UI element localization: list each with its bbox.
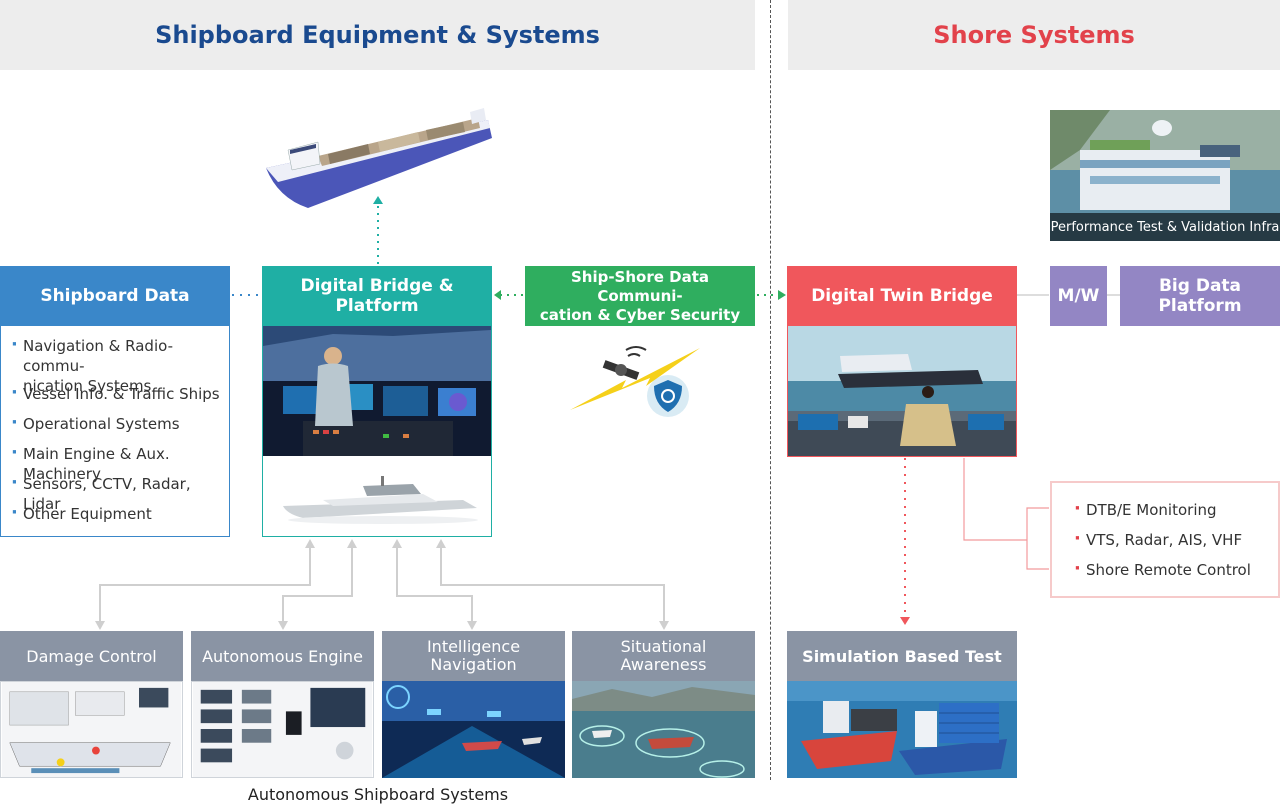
platform-vessel-image [263,456,491,536]
shipboard-data-panel: Navigation & Radio-commu- nication Syste… [0,326,230,537]
intelligence-navigation-header: Intelligence Navigation [382,631,565,681]
section-divider [770,0,771,780]
simulation-arrowhead [900,617,910,625]
awareness-arrow-up [436,539,446,548]
engine-arrow-up [347,539,357,548]
engine-arrow-down [278,621,288,630]
digital-twin-header: Digital Twin Bridge [787,266,1017,326]
damage-connector [99,546,311,622]
comm-left-arrowhead [494,290,501,300]
autonomous-engine-header: Autonomous Engine [191,631,374,681]
autonomous-engine-card: Autonomous Engine [191,631,374,778]
shipboard-data-list: Navigation & Radio-commu- nication Syste… [1,336,223,526]
list-item: Other Equipment [1,504,223,526]
shipboard-data-header: Shipboard Data [0,266,230,326]
shore-functions-list: DTB/E Monitoring VTS, Radar, AIS, VHF Sh… [1064,500,1272,582]
twin-to-functions-line [963,458,1027,541]
functions-bracket [1026,507,1049,570]
engine-connector [282,546,353,622]
shore-section-title: Shore Systems [788,0,1280,70]
list-item: Main Engine & Aux. Machinery [1,444,223,483]
autonomous-systems-caption: Autonomous Shipboard Systems [247,785,509,804]
list-item: Operational Systems [1,414,223,436]
awareness-connector [440,546,665,622]
container-ship-illustration [266,108,492,208]
intelligence-navigation-image [382,681,565,778]
navigation-arrow-up [392,539,402,548]
list-item: DTB/E Monitoring [1064,500,1272,522]
comm-right-arrowhead [778,290,786,300]
simulation-test-image [787,681,1017,778]
digital-bridge-header: Digital Bridge & Platform [262,266,492,326]
situational-awareness-header: Situational Awareness [572,631,755,681]
digital-bridge-panel [262,326,492,537]
simulation-test-card: Simulation Based Test [787,631,1017,778]
list-item: Vessel Info. & Traffic Ships [1,384,223,406]
autonomous-engine-image [191,681,374,778]
simulation-test-header: Simulation Based Test [787,631,1017,681]
damage-arrow-down [95,621,105,630]
ship-arrowhead [373,196,383,204]
shipboard-section-title: Shipboard Equipment & Systems [0,0,755,70]
damage-control-image [0,681,183,778]
damage-control-header: Damage Control [0,631,183,681]
shore-functions-panel: DTB/E Monitoring VTS, Radar, AIS, VHF Sh… [1050,481,1280,598]
damage-control-card: Damage Control [0,631,183,778]
communication-header: Ship-Shore Data Communi- cation & Cyber … [525,266,755,326]
list-item: Shore Remote Control [1064,560,1272,582]
damage-arrow-up [305,539,315,548]
validation-infra-image: Performance Test & Validation Infra [1050,110,1280,241]
digital-twin-image [788,326,1016,456]
satellite-security-icon [570,346,700,417]
awareness-arrow-down [659,621,669,630]
situational-awareness-card: Situational Awareness [572,631,755,778]
bridge-simulator-image [263,326,491,456]
intelligence-navigation-card: Intelligence Navigation [382,631,565,778]
navigation-connector [396,546,473,622]
big-data-platform-box: Big Data Platform [1120,266,1280,326]
situational-awareness-image [572,681,755,778]
digital-twin-panel [787,326,1017,457]
list-item: Navigation & Radio-commu- nication Syste… [1,336,223,395]
navigation-arrow-down [467,621,477,630]
infra-caption: Performance Test & Validation Infra [1050,213,1280,241]
list-item: VTS, Radar, AIS, VHF [1064,530,1272,552]
list-item: Sensors, CCTV, Radar, Lidar [1,474,223,513]
middleware-box: M/W [1050,266,1107,326]
